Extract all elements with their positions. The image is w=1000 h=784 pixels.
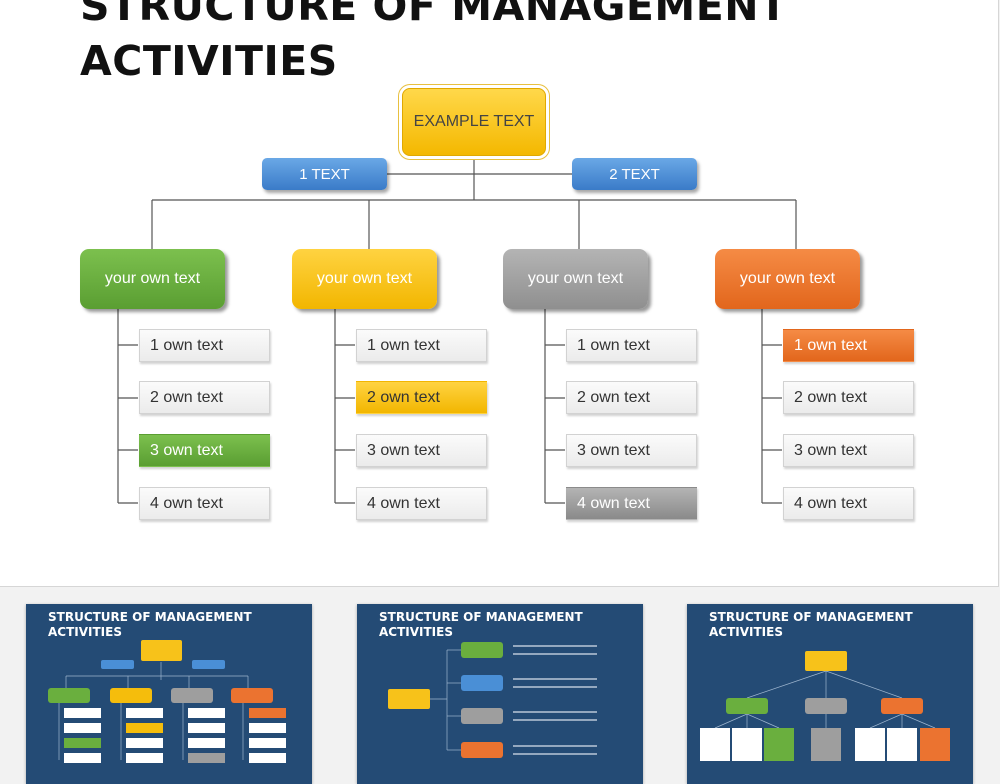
item-c4-1-highlighted: 1 own text [783, 329, 914, 362]
item-c3-3: 3 own text [566, 434, 697, 467]
thumbnail-1-title: STRUCTURE OF MANAGEMENT ACTIVITIES [48, 610, 252, 639]
thumbnail-3-branch-preview [700, 651, 950, 761]
item-c2-4: 4 own text [356, 487, 487, 520]
thumbnail-2-tree-preview [388, 642, 597, 758]
item-c4-4: 4 own text [783, 487, 914, 520]
item-c3-2: 2 own text [566, 381, 697, 414]
sub-box-2: 2 TEXT [572, 158, 697, 190]
category-box-1: your own text [80, 249, 225, 309]
connector-lines [117, 156, 797, 504]
item-c4-3: 3 own text [783, 434, 914, 467]
thumbnail-1-org-chart-preview [48, 640, 286, 763]
item-c1-2: 2 own text [139, 381, 270, 414]
item-c4-2: 2 own text [783, 381, 914, 414]
thumbnail-3-title: STRUCTURE OF MANAGEMENT ACTIVITIES [709, 610, 913, 639]
thumbnail-2-title: STRUCTURE OF MANAGEMENT ACTIVITIES [379, 610, 583, 639]
thumbnail-slide-2[interactable]: STRUCTURE OF MANAGEMENT ACTIVITIES [357, 604, 643, 784]
item-c2-1: 1 own text [356, 329, 487, 362]
slide-title-line2: ACTIVITIES [80, 37, 338, 85]
slide-title-line1: STRUCTURE OF MANAGEMENT [80, 0, 788, 30]
item-c3-4-highlighted: 4 own text [566, 487, 697, 520]
main-slide: STRUCTURE OF MANAGEMENT ACTIVITIES [0, 0, 999, 587]
item-c1-3-highlighted: 3 own text [139, 434, 270, 467]
thumbnail-slide-1[interactable]: STRUCTURE OF MANAGEMENT ACTIVITIES [26, 604, 312, 784]
category-box-3: your own text [503, 249, 648, 309]
item-c2-3: 3 own text [356, 434, 487, 467]
item-c2-2-highlighted: 2 own text [356, 381, 487, 414]
item-c1-4: 4 own text [139, 487, 270, 520]
category-box-4: your own text [715, 249, 860, 309]
item-c1-1: 1 own text [139, 329, 270, 362]
category-box-2: your own text [292, 249, 437, 309]
thumbnail-slide-3[interactable]: STRUCTURE OF MANAGEMENT ACTIVITIES [687, 604, 973, 784]
item-c3-1: 1 own text [566, 329, 697, 362]
top-box: EXAMPLE TEXT [402, 88, 546, 156]
sub-box-1: 1 TEXT [262, 158, 387, 190]
